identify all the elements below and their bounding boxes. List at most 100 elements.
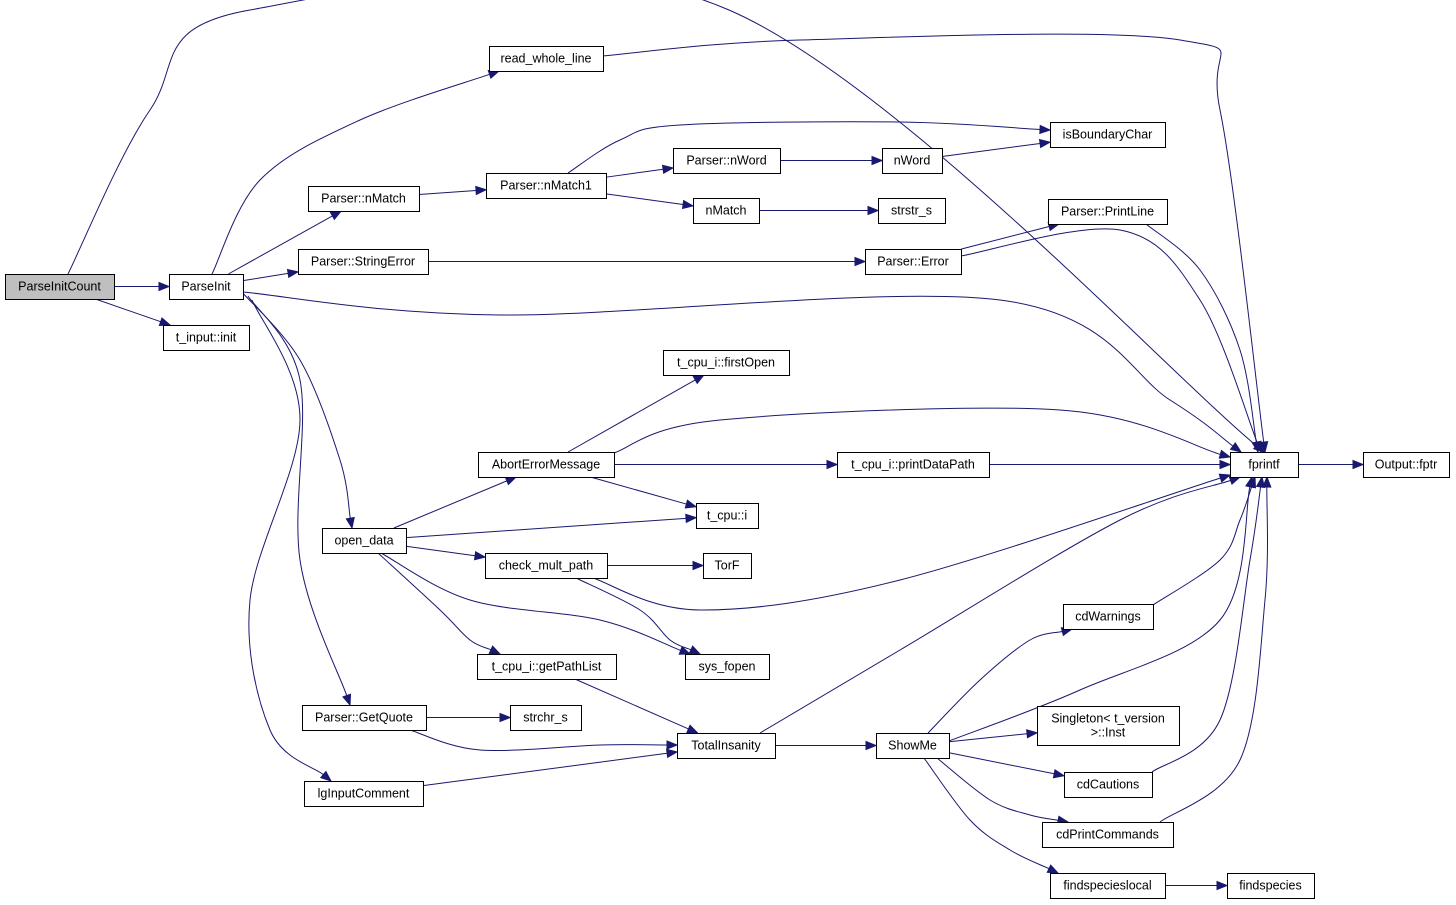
node-t-cpu-i[interactable]: t_cpu::i	[696, 503, 759, 529]
node-label: ParseInit	[181, 280, 231, 294]
arrowhead	[854, 256, 867, 267]
edge-line	[1152, 486, 1253, 606]
arrowhead	[342, 693, 352, 707]
node-box	[489, 46, 604, 72]
edge-line	[380, 552, 681, 651]
edge-t-cpu-i-getpathlist-to-totalinsanity	[574, 678, 699, 734]
arrowhead	[158, 281, 171, 292]
edge-line	[405, 517, 687, 539]
node-t-cpu-i-printdatapath[interactable]: t_cpu_i::printDataPath	[837, 452, 990, 478]
node-singleton-inst[interactable]: Singleton< t_version>::Inst	[1037, 706, 1180, 746]
edge-lginputcomment-to-totalinsanity	[422, 748, 679, 787]
node-parser-stringerror[interactable]: Parser::StringError	[298, 249, 429, 275]
call-edges	[67, 0, 1365, 891]
edge-line	[228, 215, 333, 275]
node-label: t_cpu_i::firstOpen	[677, 356, 775, 370]
node-label: open_data	[334, 534, 393, 548]
edge-line	[927, 631, 1063, 734]
arrowhead	[286, 268, 300, 279]
edge-cdcautions-to-fprintf	[1151, 475, 1266, 773]
node-parser-getquote[interactable]: Parser::GetQuote	[302, 705, 427, 731]
node-t-cpu-i-getpathlist[interactable]: t_cpu_i::getPathList	[477, 654, 617, 680]
node-box	[1037, 706, 1180, 746]
node-parser-nword[interactable]: Parser::nWord	[673, 148, 781, 174]
arrowhead	[475, 185, 488, 196]
node-label: TorF	[715, 559, 740, 573]
arrowhead	[319, 770, 333, 782]
edge-parseinit-to-lginputcomment	[248, 299, 333, 782]
node-fprintf[interactable]: fprintf	[1230, 452, 1299, 478]
node-parseinit[interactable]: ParseInit	[169, 274, 244, 300]
node-label: t_cpu::i	[707, 509, 747, 523]
node-torf[interactable]: TorF	[703, 553, 752, 579]
node-cdprintcommands[interactable]: cdPrintCommands	[1042, 822, 1174, 848]
node-box	[1050, 122, 1166, 148]
node-findspecieslocal[interactable]: findspecieslocal	[1050, 873, 1166, 899]
edge-open-data-to-t-cpu-i-getpathlist	[377, 552, 502, 655]
node-box	[673, 148, 781, 174]
edge-parser-getquote-to-strchr-s	[426, 712, 512, 723]
node-isboundarychar[interactable]: isBoundaryChar	[1050, 122, 1166, 148]
node-box	[1050, 873, 1166, 899]
node-parseinitcount[interactable]: ParseInitCount	[5, 274, 115, 300]
arrowhead	[1046, 864, 1060, 874]
node-label: nWord	[894, 154, 931, 168]
node-lginputcomment[interactable]: lgInputComment	[304, 781, 424, 807]
arrowhead	[1219, 459, 1232, 470]
edge-line	[377, 552, 492, 651]
node-label: check_mult_path	[499, 559, 594, 573]
node-t-cpu-i-firstopen[interactable]: t_cpu_i::firstOpen	[663, 350, 790, 376]
node-sys-fopen[interactable]: sys_fopen	[685, 654, 770, 680]
node-output-fptr[interactable]: Output::fptr	[1363, 452, 1450, 478]
node-label: strchr_s	[523, 711, 567, 725]
node-cdwarnings[interactable]: cdWarnings	[1063, 604, 1154, 630]
node-parser-error[interactable]: Parser::Error	[865, 249, 962, 275]
node-strchr-s[interactable]: strchr_s	[510, 705, 582, 731]
node-strstr-s[interactable]: strstr_s	[878, 198, 946, 224]
edge-check-mult-path-to-sys-fopen	[575, 577, 702, 655]
arrowhead	[871, 155, 884, 166]
node-totalinsanity[interactable]: TotalInsanity	[677, 733, 776, 759]
edge-parseinit-to-read-whole-line	[211, 70, 501, 275]
node-label: nMatch	[706, 204, 747, 218]
arrowhead	[158, 317, 172, 327]
edge-parseinitcount-to-parseinit	[114, 281, 171, 292]
node-box	[322, 528, 407, 554]
node-parser-printline[interactable]: Parser::PrintLine	[1048, 199, 1168, 225]
edge-line	[590, 476, 687, 505]
node-box	[510, 705, 582, 731]
arrowhead	[504, 476, 518, 486]
edge-line	[575, 577, 692, 651]
node-findspecies[interactable]: findspecies	[1227, 873, 1315, 899]
node-parser-nmatch1[interactable]: Parser::nMatch1	[486, 173, 607, 199]
node-box	[677, 733, 776, 759]
edge-line	[67, 0, 1257, 447]
node-open-data[interactable]: open_data	[322, 528, 407, 554]
node-label: Output::fptr	[1375, 458, 1438, 472]
arrowhead	[1247, 475, 1257, 489]
node-t-input-init[interactable]: t_input::init	[163, 325, 250, 351]
node-box	[302, 705, 427, 731]
edge-line	[605, 168, 664, 178]
arrowhead	[1229, 441, 1243, 453]
arrowhead	[681, 199, 695, 210]
edge-open-data-to-check-mult-path	[405, 545, 487, 561]
edge-read-whole-line-to-fprintf	[602, 33, 1269, 454]
edge-line	[418, 189, 477, 196]
node-read-whole-line[interactable]: read_whole_line	[489, 46, 604, 72]
node-parser-nmatch[interactable]: Parser::nMatch	[308, 186, 420, 212]
edge-line	[211, 73, 490, 275]
arrowhead	[665, 748, 679, 759]
edge-findspecieslocal-to-findspecies	[1165, 880, 1229, 891]
node-box	[1363, 452, 1450, 478]
node-label: Parser::nMatch1	[500, 179, 592, 193]
node-check-mult-path[interactable]: check_mult_path	[485, 553, 608, 579]
node-nword[interactable]: nWord	[882, 148, 943, 174]
node-nmatch[interactable]: nMatch	[693, 198, 760, 224]
node-cdcautions[interactable]: cdCautions	[1064, 772, 1153, 798]
node-box	[1064, 772, 1153, 798]
node-showme[interactable]: ShowMe	[876, 733, 950, 759]
node-aborterrormessage[interactable]: AbortErrorMessage	[478, 452, 615, 478]
node-label: Parser::GetQuote	[315, 711, 413, 725]
